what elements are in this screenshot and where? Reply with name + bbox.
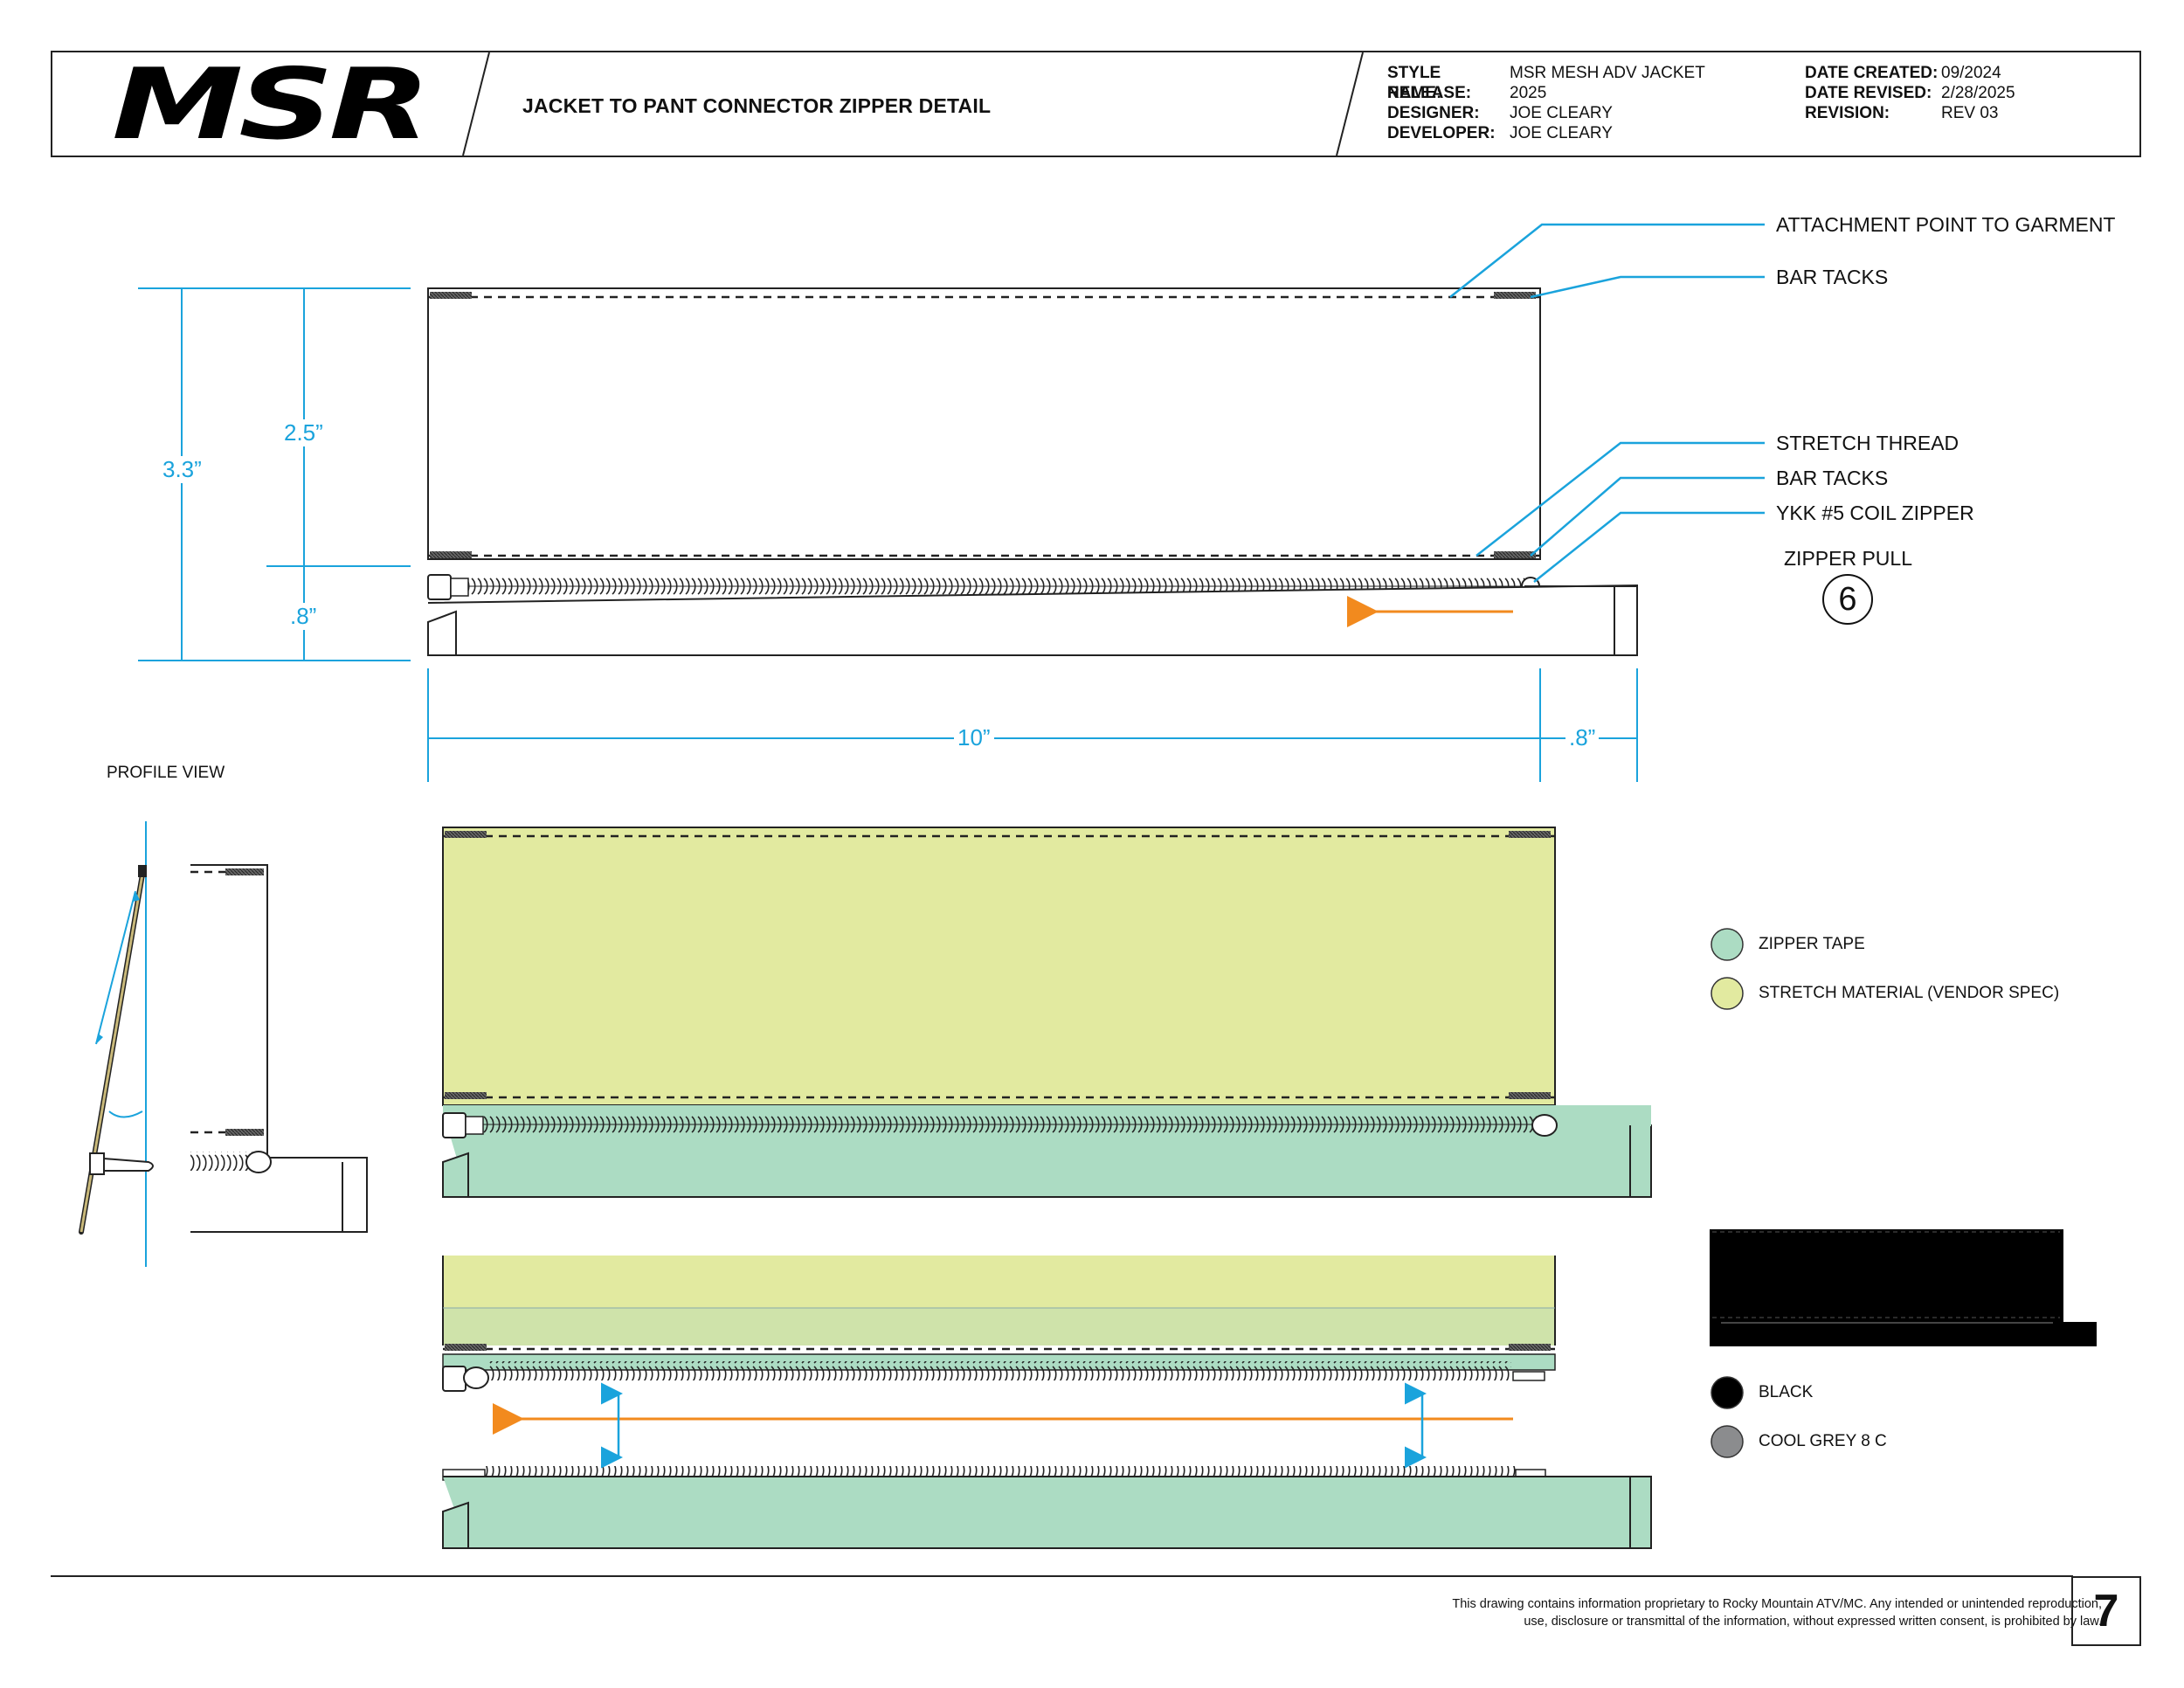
- front-view-color: [442, 827, 1652, 1198]
- legend-zipper-tape: ZIPPER TAPE: [1759, 935, 1865, 953]
- profile-view-label: PROFILE VIEW: [107, 764, 225, 782]
- dimension-total-height: 3.3”: [159, 456, 205, 483]
- zipper-pull-number: 6: [1822, 574, 1873, 625]
- zipper-pull-label: ZIPPER PULL: [1784, 547, 1912, 570]
- bar-tack: [1494, 551, 1536, 558]
- footer-rule: [51, 1575, 2073, 1577]
- zipper-slider: [1531, 1114, 1558, 1137]
- zipper-stop: [427, 574, 452, 600]
- release-value: 2025: [1510, 84, 1547, 102]
- spec-label: DATE CREATED:: [1805, 64, 1939, 82]
- designer-value: JOE CLEARY: [1510, 104, 1613, 122]
- spec-label: REVISION:: [1805, 104, 1890, 122]
- msr-logo: MSR: [112, 56, 431, 154]
- bar-tack: [1494, 292, 1536, 299]
- legend-cool-grey: COOL GREY 8 C: [1759, 1432, 1887, 1450]
- front-view-line-drawing: [427, 287, 1638, 656]
- style-name-value: MSR MESH ADV JACKET: [1510, 64, 1705, 82]
- msr-logo-text: MSR: [112, 48, 431, 162]
- callout-leaders: [1449, 223, 1765, 583]
- profile-view: [79, 821, 368, 1267]
- callout-stretch-thread: STRETCH THREAD: [1776, 432, 1959, 454]
- spec-label: DATE REVISED:: [1805, 84, 1932, 102]
- zipper-slider: [463, 1366, 489, 1389]
- dimension-upper-height: 2.5”: [280, 419, 327, 446]
- dimension-extension: .8”: [1565, 724, 1600, 751]
- proprietary-notice: This drawing contains information propri…: [1228, 1595, 2102, 1630]
- separated-view-color: [442, 1256, 1652, 1549]
- black-colorway-thumbnail: [1710, 1229, 2097, 1346]
- bar-tack: [430, 292, 472, 299]
- black-swatch: [1711, 1376, 1744, 1409]
- callout-attachment-point: ATTACHMENT POINT TO GARMENT: [1776, 213, 2116, 236]
- developer-value: JOE CLEARY: [1510, 124, 1613, 142]
- spec-label: DEVELOPER:: [1387, 124, 1496, 142]
- date-created-value: 09/2024: [1941, 64, 2001, 82]
- bar-tack: [430, 551, 472, 558]
- spec-label: DESIGNER:: [1387, 104, 1480, 122]
- callout-bar-tacks-bottom: BAR TACKS: [1776, 467, 1889, 489]
- stretch-material-panel: [442, 827, 1556, 1106]
- callout-bar-tacks-top: BAR TACKS: [1776, 266, 1889, 288]
- cool-grey-swatch: [1711, 1425, 1744, 1458]
- zipper-pull-profile: [103, 1157, 154, 1172]
- date-revised-value: 2/28/2025: [1941, 84, 2015, 102]
- callout-coil-zipper: YKK #5 COIL ZIPPER: [1776, 502, 1974, 524]
- spec-label: RELEASE:: [1387, 84, 1472, 102]
- legend-stretch-material: STRETCH MATERIAL (VENDOR SPEC): [1759, 984, 2060, 1002]
- title-block: [51, 51, 2141, 157]
- technical-drawing: [79, 223, 2097, 1549]
- color-legend: [1711, 928, 1744, 1458]
- legend-black: BLACK: [1759, 1383, 1814, 1401]
- dimension-width: 10”: [954, 724, 994, 751]
- page-number: 7: [2071, 1576, 2141, 1646]
- revision-value: REV 03: [1941, 104, 1999, 122]
- proprietary-notice-line: This drawing contains information propri…: [1452, 1597, 2102, 1611]
- dimension-lower-height: .8”: [287, 603, 321, 630]
- title-block-dividers: [462, 52, 1364, 156]
- drawing-title: JACKET TO PANT CONNECTOR ZIPPER DETAIL: [522, 94, 992, 117]
- zipper-tape-swatch: [1711, 928, 1744, 961]
- spec-label: STYLE NAME:: [1387, 64, 1442, 102]
- stretch-material-swatch: [1711, 977, 1744, 1010]
- proprietary-notice-line: use, disclosure or transmittal of the in…: [1524, 1615, 2102, 1629]
